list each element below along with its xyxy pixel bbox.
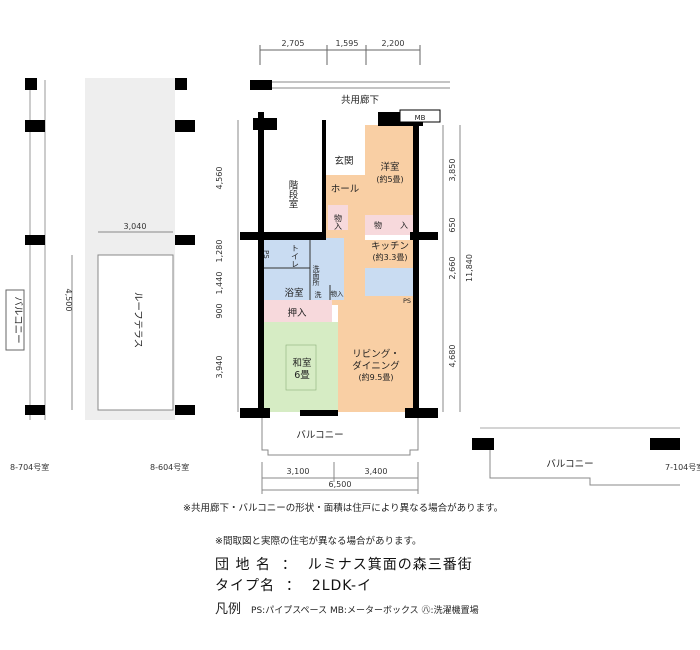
- colon: ：: [285, 578, 301, 594]
- right-neighbor-unit: [472, 427, 680, 486]
- dim-right-1: 3,850: [448, 159, 457, 182]
- storage-label-b: 入: [400, 221, 408, 230]
- hall-label: ホール: [331, 184, 360, 195]
- dim-bottom-2: 3,400: [365, 467, 388, 476]
- terrace-label: ルーフテラス: [132, 292, 143, 348]
- kitchen-label: キッチン: [371, 241, 409, 252]
- japanese-room: [264, 322, 338, 412]
- bath-label: 浴室: [284, 287, 303, 299]
- washroom-label: 洗面所: [312, 264, 320, 287]
- toilet-label: トイレ: [291, 244, 300, 268]
- closet: [262, 300, 332, 322]
- kitchen-counter: [365, 268, 413, 296]
- dim-top-2: 1,595: [336, 39, 359, 48]
- stair-label: 階段室: [287, 180, 299, 209]
- dim-right-2: 650: [448, 217, 457, 232]
- dim-left-5: 3,940: [215, 356, 224, 379]
- complex-row: 団 地 名 ： ルミナス箕面の森三番街: [215, 554, 473, 574]
- storage-label-a: 物: [374, 220, 382, 230]
- kitchen-size: (約3.3畳): [373, 252, 408, 262]
- dim-right-total: 11,840: [465, 254, 474, 282]
- legend-text: PS:パイプスペース MB:メーターボックス ㊇:洗濯機置場: [251, 606, 479, 616]
- type-label: タイプ名: [215, 578, 275, 594]
- type-row: タイプ名 ： 2LDK-イ: [215, 575, 372, 595]
- legend-label: 凡例: [215, 602, 242, 617]
- terrace-height: 4,500: [64, 289, 73, 312]
- closet-label: 押入: [287, 307, 307, 319]
- dim-left-4: 900: [215, 303, 224, 318]
- walls: [240, 112, 438, 418]
- dim-left-2: 1,280: [215, 240, 224, 263]
- laundry-mark: 洗: [315, 290, 322, 299]
- left-balcony-label: バルコニー: [12, 296, 23, 343]
- colon: ：: [281, 557, 297, 573]
- storage-hall: [328, 205, 348, 230]
- legend: 凡例 PS:パイプスペース MB:メーターボックス ㊇:洗濯機置場: [215, 598, 479, 617]
- complex-label: 団 地 名: [215, 557, 271, 573]
- note-corridor: ※共用廊下・バルコニーの形状・面積は住戸により異なる場合があります。: [183, 503, 504, 514]
- note-plan: ※間取図と実際の住宅が異なる場合があります。: [215, 536, 422, 547]
- left-unit-label: 8-704号室: [10, 462, 49, 472]
- dim-bottom-total: 6,500: [329, 480, 352, 489]
- dim-bottom-1: 3,100: [287, 467, 310, 476]
- right-unit-label: 7-104号室: [665, 462, 700, 472]
- living-label: リビング・: [352, 348, 400, 360]
- japanese-size: 6畳: [294, 370, 310, 381]
- corridor-wall: [250, 80, 272, 90]
- balcony-label: バルコニー: [296, 430, 343, 441]
- top-dimension-line: [259, 45, 421, 65]
- western-label: 洋室: [380, 161, 399, 173]
- terrace-unit-label: 8-604号室: [150, 462, 189, 472]
- bottom-dimension-line: [261, 462, 419, 494]
- type-name: 2LDK-イ: [311, 578, 373, 594]
- mb-label: MB: [415, 114, 426, 122]
- complex-name: ルミナス箕面の森三番街: [307, 557, 473, 573]
- japanese-label: 和室: [292, 357, 311, 369]
- living-label-2: ダイニング: [352, 360, 400, 372]
- living-dining: [338, 240, 413, 412]
- storage-wash-label: 物入: [331, 289, 345, 298]
- left-neighbor-unit: [5, 78, 46, 420]
- roof-terrace: [71, 78, 195, 420]
- dim-right-3: 2,660: [448, 257, 457, 280]
- dim-top-3: 2,200: [382, 39, 405, 48]
- storage-hall-label: 物入: [334, 213, 343, 230]
- right-balcony-label: バルコニー: [546, 459, 593, 470]
- right-dimension-line: [442, 125, 461, 412]
- dim-top-1: 2,705: [282, 39, 305, 48]
- terrace-width: 3,040: [124, 222, 147, 231]
- dim-left-1: 4,560: [215, 167, 224, 190]
- living-size: (約9.5畳): [359, 372, 394, 382]
- western-size: (約5畳): [376, 174, 403, 184]
- balcony-outline: [261, 418, 419, 456]
- corridor-label: 共用廊下: [341, 94, 379, 106]
- storage-western: [365, 215, 413, 235]
- ps-label-kitchen: PS: [403, 297, 411, 305]
- western-room: [365, 125, 413, 215]
- entrance-label: 玄関: [334, 155, 353, 167]
- dim-left-3: 1,440: [215, 272, 224, 295]
- dim-right-4: 4,680: [448, 345, 457, 368]
- ps-label: PS: [262, 250, 270, 259]
